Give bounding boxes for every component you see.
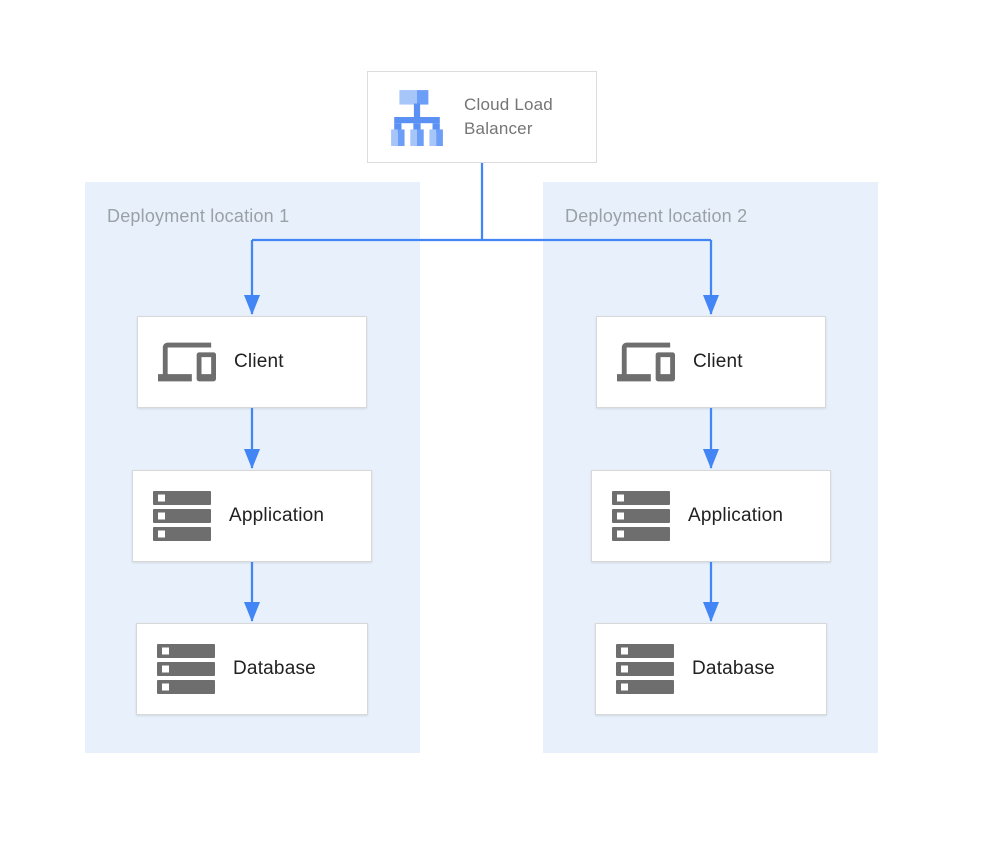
server-stack-icon xyxy=(157,644,215,694)
node-cloud-load-balancer: Cloud Load Balancer xyxy=(367,71,597,163)
panel-deployment-location-1: Deployment location 1 Client xyxy=(85,182,420,753)
server-stack-icon xyxy=(153,491,211,541)
node-client-1: Client xyxy=(137,316,367,408)
node-database-2: Database xyxy=(595,623,827,715)
devices-icon xyxy=(158,342,216,382)
node-label: Client xyxy=(693,351,743,372)
server-stack-icon-wrap xyxy=(610,491,672,541)
node-application-1: Application xyxy=(132,470,372,562)
node-label: Application xyxy=(688,505,784,526)
node-application-2: Application xyxy=(591,470,831,562)
panel-deployment-location-2: Deployment location 2 Client xyxy=(543,182,878,753)
node-label: Cloud Load Balancer xyxy=(464,95,553,138)
node-label: Database xyxy=(692,658,775,679)
server-stack-icon-wrap xyxy=(151,491,213,541)
panel-label: Deployment location 1 xyxy=(107,206,290,226)
server-stack-icon-wrap xyxy=(614,644,676,694)
devices-icon-wrap xyxy=(156,333,218,391)
node-database-1: Database xyxy=(136,623,368,715)
node-label: Database xyxy=(233,658,316,679)
node-client-2: Client xyxy=(596,316,826,408)
server-stack-icon-wrap xyxy=(155,644,217,694)
load-balancer-icon-wrap xyxy=(386,88,448,146)
panel-label: Deployment location 2 xyxy=(565,206,748,226)
devices-icon-wrap xyxy=(615,333,677,391)
node-label: Application xyxy=(229,505,325,526)
server-stack-icon xyxy=(612,491,670,541)
server-stack-icon xyxy=(616,644,674,694)
node-label: Client xyxy=(234,351,284,372)
load-balancer-icon xyxy=(391,90,443,146)
devices-icon xyxy=(617,342,675,382)
